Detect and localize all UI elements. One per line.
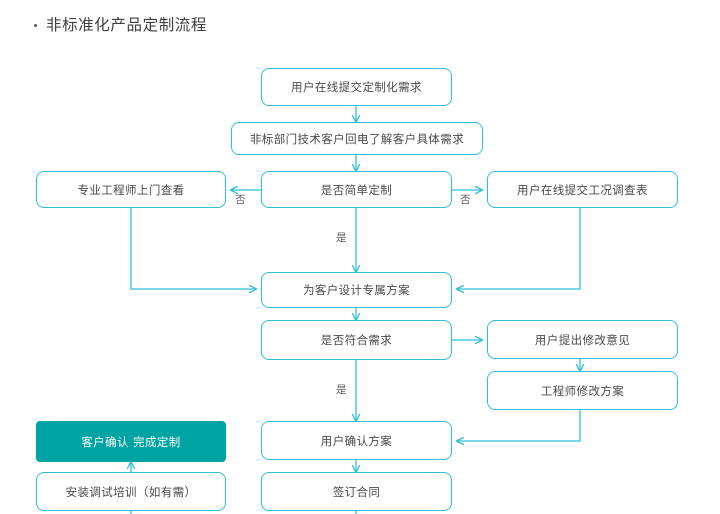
node-callback-understand-needs[interactable]: 非标部门技术客户回电了解客户具体需求 [231, 122, 483, 155]
node-label: 用户确认方案 [320, 433, 393, 448]
node-label: 为客户设计专属方案 [302, 283, 411, 297]
edge-label-no-right: 否 [460, 194, 471, 206]
node-label: 用户提出修改意见 [534, 332, 631, 347]
node-install-debug-training[interactable]: 安装调试培训（如有需） [36, 472, 226, 511]
node-label: 是否简单定制 [320, 182, 393, 197]
node-label: 专业工程师上门查看 [77, 182, 185, 197]
node-label: 工程师修改方案 [540, 383, 625, 398]
edge-label-no-left: 否 [235, 194, 246, 206]
node-submit-condition-survey[interactable]: 用户在线提交工况调查表 [487, 171, 678, 208]
page-title-text: 非标准化产品定制流程 [46, 16, 208, 34]
node-label: 是否符合需求 [320, 333, 393, 347]
bullet-dot-icon [34, 24, 37, 28]
node-engineer-onsite-visit[interactable]: 专业工程师上门查看 [36, 171, 226, 208]
node-submit-custom-request[interactable]: 用户在线提交定制化需求 [261, 68, 452, 106]
node-label: 非标部门技术客户回电了解客户具体需求 [249, 131, 465, 146]
node-design-exclusive-plan[interactable]: 为客户设计专属方案 [261, 272, 452, 308]
node-decision-meets-requirements[interactable]: 是否符合需求 [261, 320, 452, 360]
node-engineer-revise-plan[interactable]: 工程师修改方案 [487, 371, 678, 410]
node-label: 用户在线提交工况调查表 [517, 182, 648, 197]
edge-label-yes-to-design: 是 [336, 232, 347, 244]
node-label: 签订合同 [332, 484, 381, 499]
node-sign-contract[interactable]: 签订合同 [261, 472, 452, 511]
node-customer-confirm-complete[interactable]: 客户确认 完成定制 [36, 421, 226, 462]
node-label: 用户在线提交定制化需求 [291, 80, 422, 94]
node-user-revision-comments[interactable]: 用户提出修改意见 [487, 320, 678, 359]
node-decision-simple-customization[interactable]: 是否简单定制 [261, 171, 452, 208]
node-user-confirm-plan[interactable]: 用户确认方案 [261, 421, 452, 460]
node-label: 安装调试培训（如有需） [65, 484, 197, 499]
page-title: 非标准化产品定制流程 [34, 16, 208, 34]
node-label: 客户确认 完成定制 [81, 434, 181, 449]
edge-label-yes-to-confirm: 是 [336, 384, 347, 396]
